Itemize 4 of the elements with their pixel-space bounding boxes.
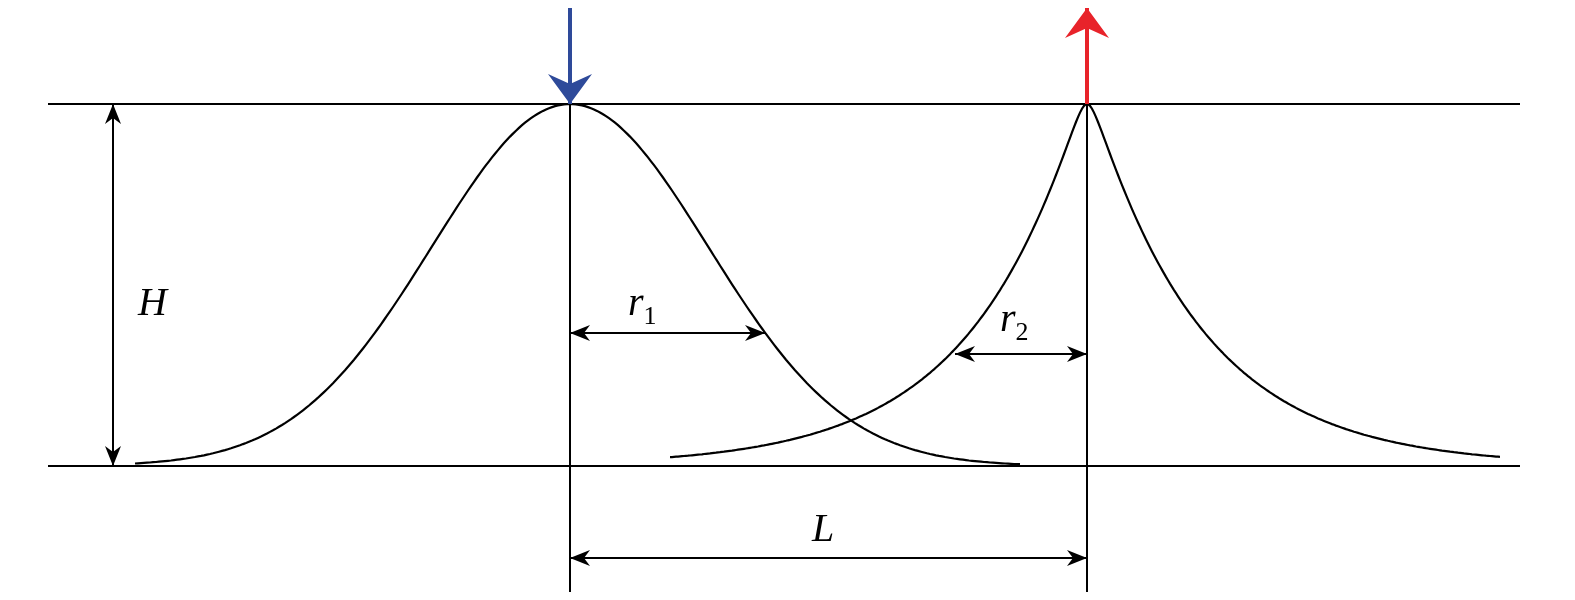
dimension-label: r$_{1}$: [628, 282, 657, 329]
dimension-label: r$_{2}$: [1000, 298, 1029, 345]
dimension-label: H: [138, 282, 167, 322]
dimension-label: L: [812, 508, 835, 548]
